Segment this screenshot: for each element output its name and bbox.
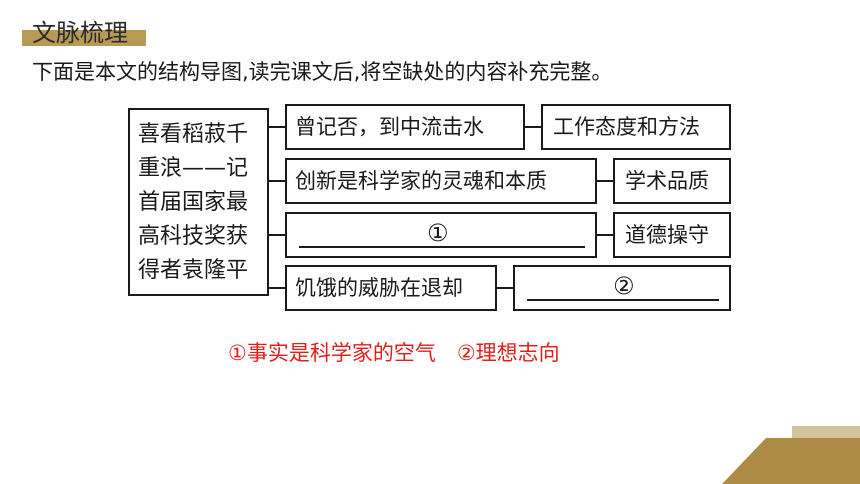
title-line: 喜看稻菽千 <box>138 122 249 147</box>
row-4-left-box: 饥饿的威胁在退却 <box>285 265 497 311</box>
connector <box>269 287 285 289</box>
row-1-left-text: 曾记否，到中流击水 <box>295 115 484 139</box>
answer-text: ①事实是科学家的空气 ②理想志向 <box>228 341 560 365</box>
row-3-left-box: ① <box>285 212 597 258</box>
row-3-right-box: 道德操守 <box>613 212 731 258</box>
row-2-left-box: 创新是科学家的灵魂和本质 <box>285 158 597 204</box>
decor-stripe-light <box>792 426 860 438</box>
connector <box>269 234 285 236</box>
blank-line <box>299 246 585 248</box>
row-1-right-text: 工作态度和方法 <box>553 115 700 139</box>
instruction-text: 下面是本文的结构导图,读完课文后,将空缺处的内容补充完整。 <box>32 60 613 84</box>
section-tag: 文脉梳理 <box>32 19 128 47</box>
connector <box>269 180 285 182</box>
row-3-right-text: 道德操守 <box>625 223 709 247</box>
row-4-right-box: ② <box>513 265 731 311</box>
blank-number: ② <box>613 272 635 300</box>
title-line: 得者袁隆平 <box>138 258 249 283</box>
row-2-right-box: 学术品质 <box>613 158 731 204</box>
connector <box>525 126 541 128</box>
title-box: 喜看稻菽千 重浪——记 首届国家最 高科技奖获 得者袁隆平 <box>128 108 269 296</box>
title-line: 首届国家最 <box>138 190 249 215</box>
blank-line <box>527 299 719 301</box>
title-line: 重浪——记 <box>138 156 249 181</box>
connector <box>497 287 513 289</box>
blank-number: ① <box>427 219 449 247</box>
section-tag-bar <box>22 30 146 46</box>
title-line: 高科技奖获 <box>138 224 249 249</box>
connector <box>597 234 613 236</box>
row-1-left-box: 曾记否，到中流击水 <box>285 104 525 150</box>
row-1-right-box: 工作态度和方法 <box>541 104 731 150</box>
row-2-left-text: 创新是科学家的灵魂和本质 <box>295 169 547 193</box>
decor-stripe-dark <box>722 438 860 484</box>
connector <box>269 126 285 128</box>
row-2-right-text: 学术品质 <box>625 169 709 193</box>
connector <box>597 180 613 182</box>
row-4-left-text: 饥饿的威胁在退却 <box>295 276 463 300</box>
